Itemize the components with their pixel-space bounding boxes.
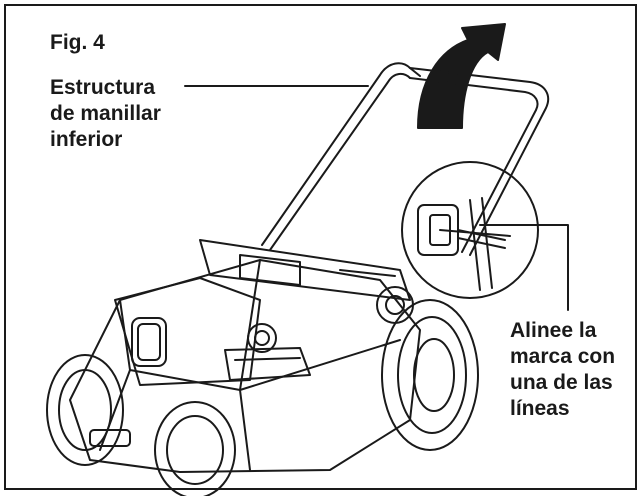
- rotation-arrow-icon: [417, 23, 506, 129]
- detail-zoom-circle: [401, 161, 539, 299]
- mower-body: [69, 239, 421, 473]
- control-panel: [224, 323, 311, 381]
- height-adjuster-knob: [376, 286, 414, 324]
- front-badge: [89, 429, 131, 447]
- callout-align-mark: Alinee la marca con una de las líneas: [510, 318, 615, 422]
- callout-line: una de las: [510, 371, 613, 394]
- battery-cover: [114, 277, 261, 386]
- callout-line: líneas: [510, 397, 570, 420]
- callout-line: marca con: [510, 345, 616, 368]
- callout-line: de manillar: [50, 102, 161, 125]
- handle-knob-detail: [417, 197, 511, 291]
- callout-line: Estructura: [50, 76, 156, 99]
- front-right-wheel: [154, 401, 236, 496]
- callout-line: Alinee la: [510, 319, 597, 342]
- callout-lower-handle-frame: Estructura de manillar inferior: [50, 75, 161, 153]
- figure-number: Fig. 4: [50, 31, 105, 54]
- rear-right-wheel: [381, 299, 479, 451]
- front-left-wheel: [46, 354, 124, 466]
- callout-line: inferior: [50, 128, 123, 151]
- upper-handle: [261, 62, 550, 256]
- right-leader-line: [479, 224, 569, 311]
